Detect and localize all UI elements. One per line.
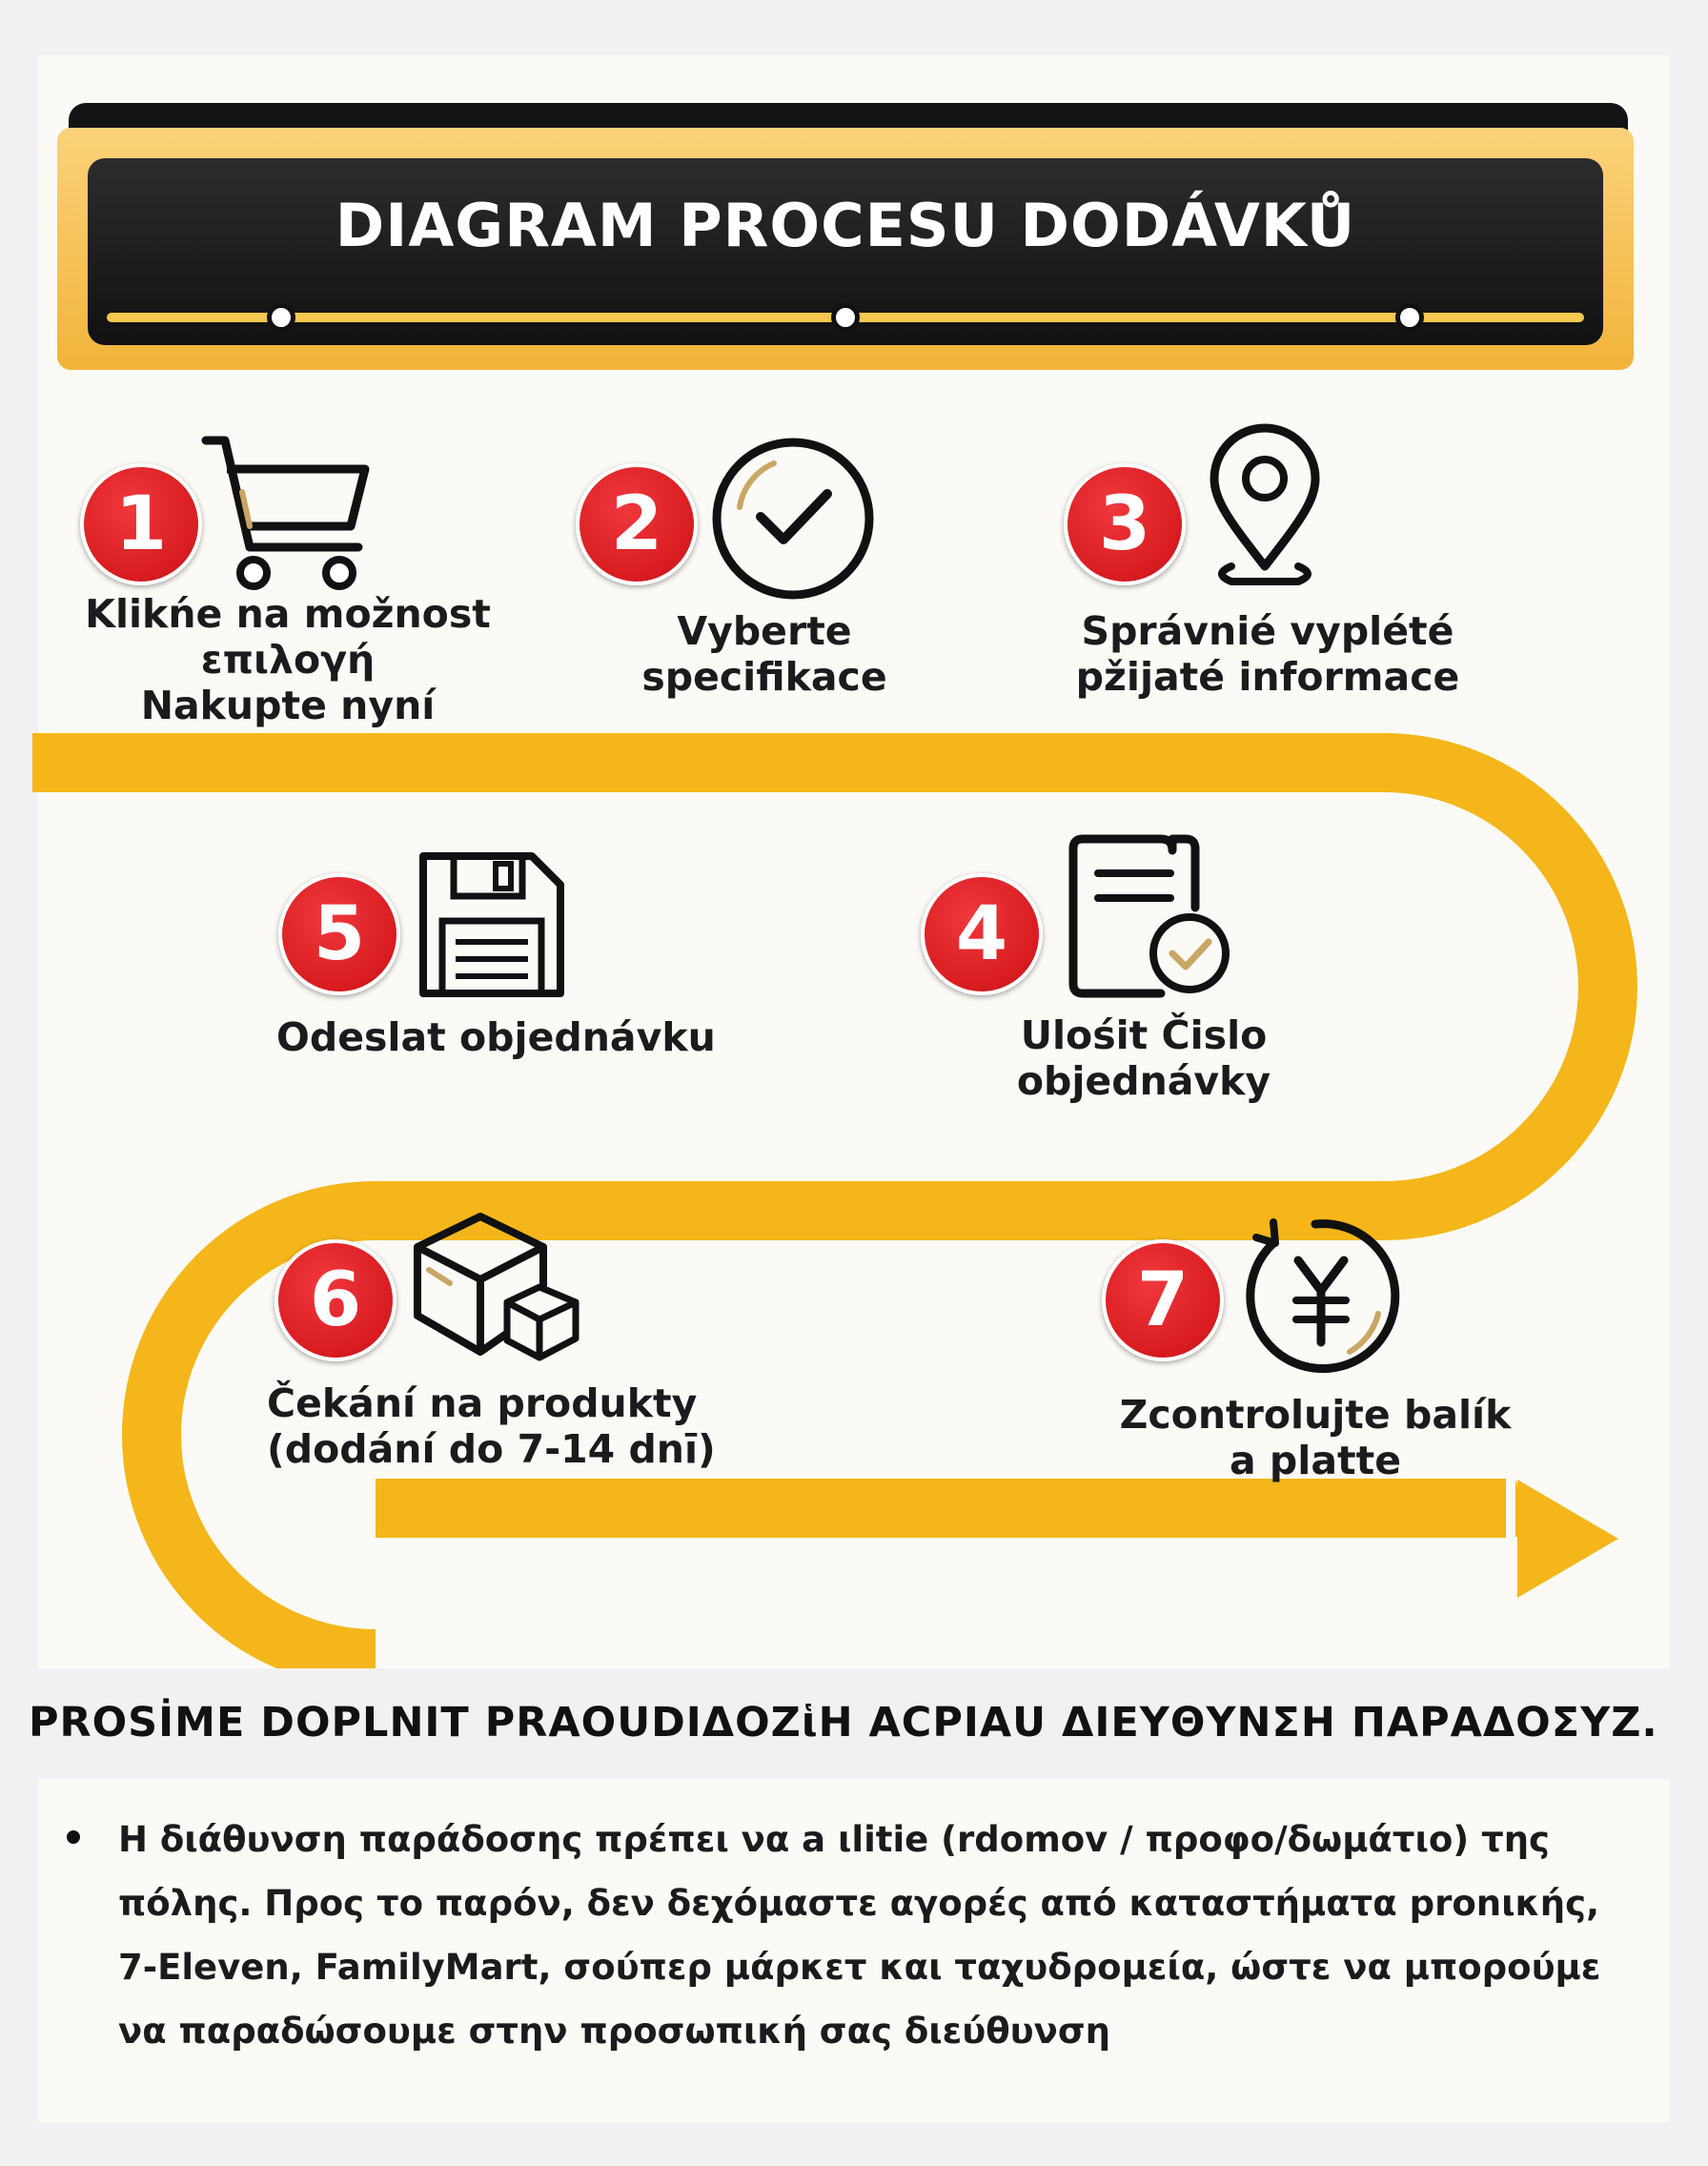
header-banner: DIAGRAM PROCESU DODÁVKŮ [88,158,1603,345]
step-5-badge: 5 [278,873,400,995]
step-2-label: Vyberte specifikace [641,608,887,700]
step-6-label: Čekání na produkty (dodání do 7-14 dnī) [267,1380,716,1472]
banner-decor-dot [1395,303,1424,332]
step-3-label: Správnié vyplété pžijaté informace [1075,608,1460,700]
checkmark-circle-icon [712,438,874,600]
road-start [32,733,71,792]
step-7-label: Zcontrolujte balík a platte [1119,1392,1512,1483]
step-4-label: Ulośit Čislo objednávky [1016,1012,1271,1104]
bullet-dot [67,1830,80,1844]
yen-refund-icon [1246,1218,1400,1374]
step-1-badge: 1 [80,463,202,585]
boxes-icon [414,1213,580,1361]
page-title: DIAGRAM PROCESU DODÁVKŮ [335,191,1356,260]
address-info-text: Η διάθυνση παράδοσης πρέπει να a ιlitie … [118,1819,1601,2052]
road-band [38,733,1637,1668]
banner-decor-dot [267,303,295,332]
step-6-badge: 6 [274,1239,396,1361]
step-3-badge: 3 [1064,463,1186,585]
shopping-cart-icon [201,436,370,590]
address-notice-title: PROSİME DOPLNIT PRAOUDIΔOΖἱΗ ACPIΑU ΔIEY… [29,1699,1658,1747]
location-pin-icon [1210,423,1320,585]
address-info-box: Η διάθυνση παράδοσης πρέπει να a ιlitie … [38,1779,1670,2122]
step-7-badge: 7 [1102,1239,1224,1361]
process-path [32,733,1637,1668]
floppy-disk-icon [419,852,564,997]
arrow-head [1517,1480,1618,1598]
banner-decor-dot [831,303,860,332]
step-4-badge: 4 [921,873,1043,995]
step-1-label: Klikńe na možnost επιλογή Nakupte nyní [85,591,491,728]
step-2-badge: 2 [576,463,698,585]
step-5-label: Odeslat objednávku [276,1014,716,1060]
document-check-icon [1068,834,1230,998]
